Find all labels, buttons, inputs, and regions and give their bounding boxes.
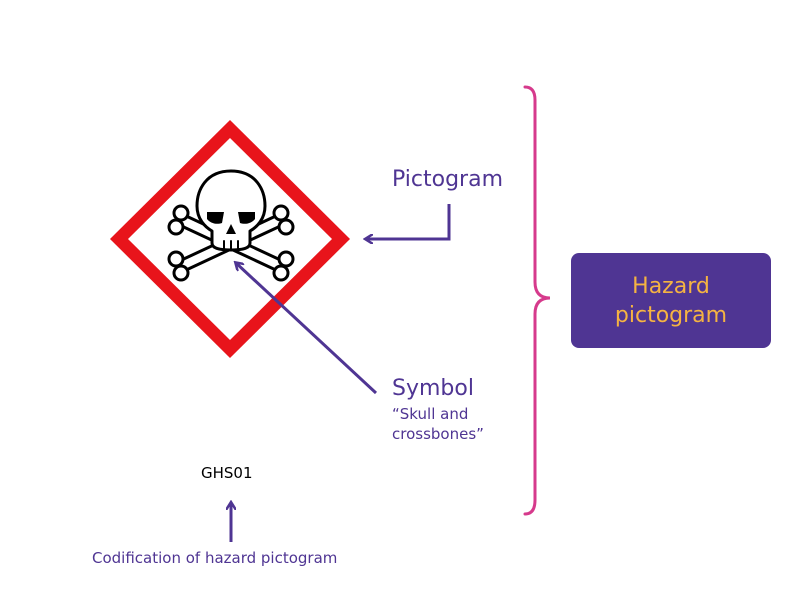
symbol-arrow <box>236 263 378 395</box>
symbol-caption: “Skull and crossbones” <box>392 405 484 443</box>
codification-label: Codification of hazard pictogram <box>92 549 338 567</box>
hazard-pictogram-box: Hazard pictogram <box>571 253 771 348</box>
pictogram-label: Pictogram <box>392 167 503 192</box>
grouping-brace <box>523 85 551 516</box>
skull-and-crossbones-icon <box>167 169 295 282</box>
pictogram-arrow <box>366 204 451 239</box>
hazard-pictogram-box-text: Hazard pictogram <box>614 273 728 328</box>
symbol-label: Symbol <box>392 376 474 401</box>
hazard-code-label: GHS01 <box>201 464 253 482</box>
